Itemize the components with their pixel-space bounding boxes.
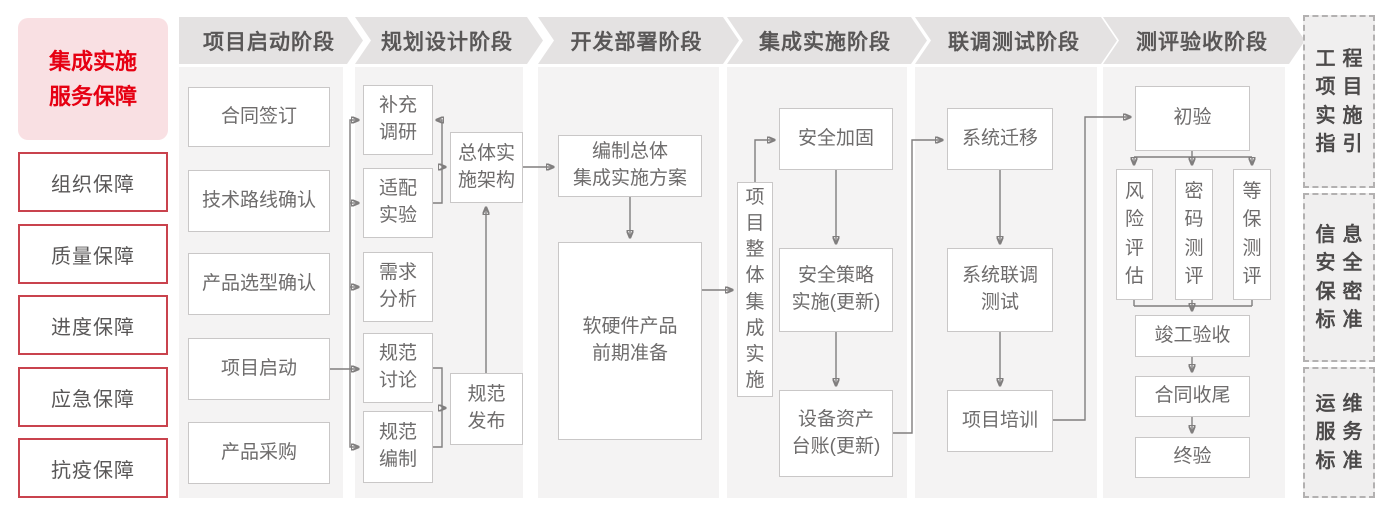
assure-item-quality: 质量保障 (18, 224, 168, 284)
node-project-training: 项目培训 (947, 390, 1053, 452)
node-product-procurement: 产品采购 (188, 422, 330, 484)
node-classified-protection-eval: 等 保 测 评 (1233, 169, 1271, 300)
phase-header-eval-acceptance: 测评验收阶段 (1103, 17, 1305, 64)
node-joint-commissioning-test: 系统联调 测试 (947, 248, 1053, 332)
node-system-migration: 系统迁移 (947, 108, 1053, 170)
node-project-kickoff: 项目启动 (188, 338, 330, 400)
node-overall-impl-architecture: 总体实 施架构 (450, 132, 523, 203)
node-product-selection-confirm: 产品选型确认 (188, 253, 330, 315)
standard-om-service: 运维 服务 标准 (1303, 367, 1375, 498)
assure-item-epidemic: 抗疫保障 (18, 438, 168, 498)
node-hw-sw-preparation: 软硬件产品 前期准备 (558, 242, 702, 440)
node-security-policy-impl: 安全策略 实施(更新) (779, 248, 893, 332)
node-overall-integration-plan: 编制总体 集成实施方案 (558, 135, 702, 197)
assure-item-emergency: 应急保障 (18, 367, 168, 427)
phase-header-project-kickoff: 项目启动阶段 (179, 17, 363, 64)
node-overall-project-integration: 项 目 整 体 集 成 实 施 (737, 182, 773, 397)
node-completion-acceptance: 竣工验收 (1135, 315, 1250, 357)
assure-item-schedule: 进度保障 (18, 295, 168, 355)
phase-header-integration-impl: 集成实施阶段 (727, 17, 927, 64)
node-crypto-evaluation: 密 码 测 评 (1175, 169, 1213, 300)
left-panel-title: 集成实施 服务保障 (18, 18, 168, 140)
phase-header-dev-deploy: 开发部署阶段 (538, 17, 739, 64)
phase-header-planning-design: 规划设计阶段 (355, 17, 543, 64)
node-requirement-analysis: 需求 分析 (363, 252, 433, 322)
assure-item-organization: 组织保障 (18, 152, 168, 212)
node-adaptation-experiment: 适配 实验 (363, 168, 433, 238)
node-contract-signing: 合同签订 (188, 87, 330, 147)
phase-header-joint-test: 联调测试阶段 (915, 17, 1117, 64)
standard-infosec-confidentiality: 信息 安全 保密 标准 (1303, 193, 1375, 362)
node-final-acceptance: 终验 (1135, 437, 1250, 478)
node-contract-closure: 合同收尾 (1135, 376, 1250, 417)
node-spec-release: 规范 发布 (450, 373, 523, 445)
node-tech-route-confirm: 技术路线确认 (188, 170, 330, 232)
standard-project-implementation-guide: 工程 项目 实施 指引 (1303, 15, 1375, 188)
node-supplementary-research: 补充 调研 (363, 85, 433, 155)
node-asset-ledger-update: 设备资产 台账(更新) (779, 390, 893, 477)
node-spec-discussion: 规范 讨论 (363, 333, 433, 403)
node-preliminary-acceptance: 初验 (1135, 86, 1250, 151)
node-risk-assessment: 风 险 评 估 (1116, 169, 1153, 300)
node-security-hardening: 安全加固 (779, 108, 893, 170)
node-spec-compilation: 规范 编制 (363, 411, 433, 483)
